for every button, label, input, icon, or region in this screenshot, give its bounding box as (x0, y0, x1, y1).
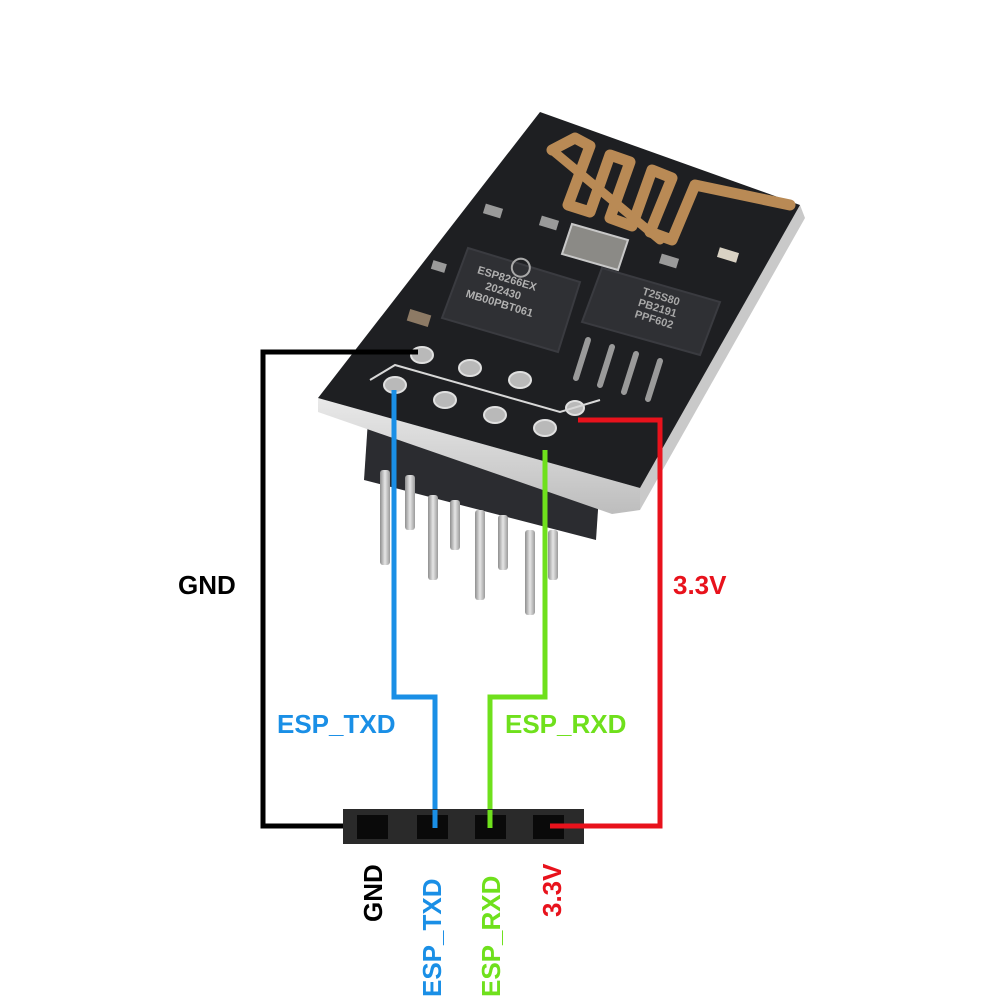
module-pin (525, 530, 535, 615)
wires (260, 349, 663, 829)
esp01-module: ESP8266EX 202430 MB00PBT061 T25S80 PB219… (318, 112, 805, 615)
silkscreen-outline (369, 363, 601, 414)
module-pin (475, 510, 485, 600)
espressif-logo-icon (510, 257, 531, 278)
pcb-edge (318, 398, 640, 514)
label-gnd: GND (178, 570, 236, 600)
chip-flash (580, 266, 722, 357)
flash-chip-legs (573, 337, 663, 402)
module-pin (450, 500, 460, 550)
pin-label-txd: ESP_TXD (417, 879, 447, 998)
wire-rxd (487, 450, 548, 826)
module-pin (405, 475, 415, 530)
smd-resistor (538, 215, 560, 231)
module-pin-header-body (364, 420, 600, 540)
pin-label-gnd: GND (358, 864, 388, 922)
power-led (716, 247, 740, 263)
crystal-oscillator (560, 222, 630, 272)
module-pin (380, 470, 390, 565)
label-vcc: 3.3V (673, 570, 727, 600)
wire-txd (391, 390, 438, 826)
smd-capacitor (406, 309, 432, 327)
chip-esp8266ex (440, 246, 582, 354)
wire-vcc (550, 417, 663, 829)
smd-resistor (658, 253, 680, 269)
pin-gnd[interactable] (357, 815, 388, 839)
pcb-antenna-feed (547, 145, 665, 245)
pcb-antenna (546, 132, 796, 246)
module-pin (428, 495, 438, 580)
pin-label-vcc: 3.3V (537, 863, 567, 917)
module-pin (548, 530, 558, 580)
pin-header (343, 809, 584, 844)
pcb-side-edge (640, 205, 805, 510)
label-rxd: ESP_RXD (505, 709, 626, 739)
label-txd: ESP_TXD (277, 709, 396, 739)
smd-resistor (482, 203, 504, 219)
wire-gnd (260, 349, 418, 829)
smd-resistor (430, 260, 447, 273)
module-pins (380, 470, 558, 615)
module-pin (498, 515, 508, 570)
pin-label-rxd: ESP_RXD (476, 876, 506, 997)
solder-joints (383, 346, 585, 437)
